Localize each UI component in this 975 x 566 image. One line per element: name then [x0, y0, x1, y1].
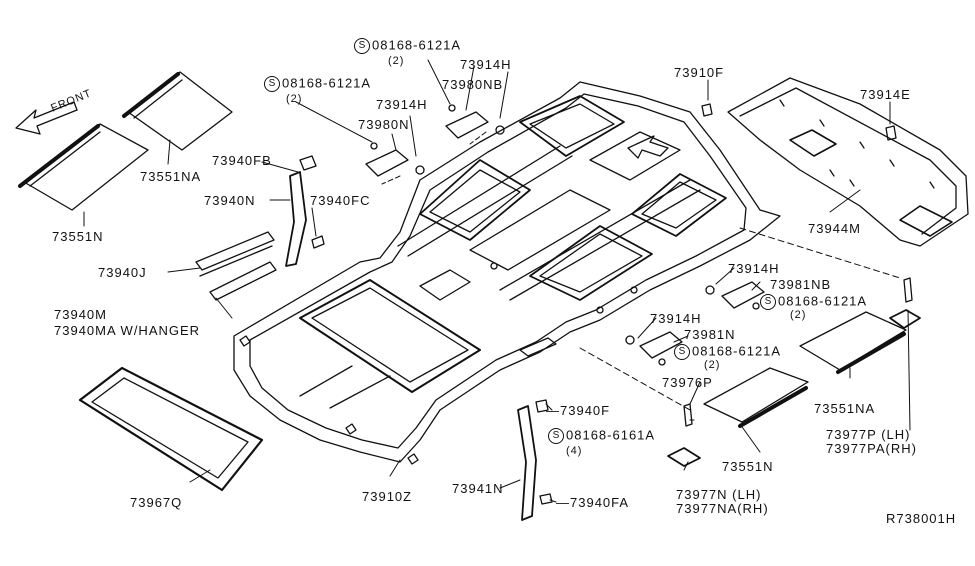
- bolt-right-1-qty: (2): [790, 309, 807, 321]
- cap-73940f-label: —73940F: [546, 403, 611, 418]
- seal-73967q: [78, 366, 264, 492]
- part-73981n-label: 73981N: [684, 327, 736, 342]
- sunvisor-73551n-left-label: 73551N: [52, 229, 104, 244]
- part-73976p-label: 73976P: [662, 375, 713, 390]
- screw-symbol-icon: S: [354, 38, 370, 54]
- sunvisor-right-lower: [703, 367, 809, 428]
- clip-73914h-top-label: 73914H: [460, 57, 512, 72]
- sunvisor-right-upper: [799, 311, 907, 374]
- lamp-73977na-label: 73977NA(RH): [676, 501, 769, 516]
- lamp-73977n-label: 73977N (LH): [676, 487, 762, 502]
- clip-73910f: [701, 103, 713, 117]
- sunvisor-73551na-right-label: 73551NA: [814, 401, 876, 416]
- grip-73940n-label: 73940N: [204, 193, 256, 208]
- leader-lines: [83, 59, 911, 503]
- trim-73944m-label: 73944M: [808, 221, 861, 236]
- holder-73940m-label: 73940M: [54, 307, 107, 322]
- bolt-top-2-qty: (2): [286, 93, 303, 105]
- cap-73940fc-label: 73940FC: [310, 193, 371, 208]
- clip-73914e-label: 73914E: [860, 87, 911, 102]
- screw-symbol-icon: S: [548, 428, 564, 444]
- lamp-73977p: [889, 309, 921, 329]
- screw-symbol-icon: S: [674, 344, 690, 360]
- clip-73914h-mid-label: 73914H: [376, 97, 428, 112]
- part-73980n-label: 73980N: [358, 117, 410, 132]
- clip-73910f-label: 73910F: [674, 65, 725, 80]
- screw-symbol-icon: S: [760, 294, 776, 310]
- cap-73940fa-label: —73940FA: [556, 495, 630, 510]
- trim-73944m: [727, 77, 969, 247]
- bolt-right-2-qty: (2): [704, 359, 721, 371]
- bolt-right: [903, 277, 913, 303]
- grip-73940n: [285, 155, 325, 267]
- bracket-73981n: [625, 331, 683, 366]
- sunvisor-73551n-right-label: 73551N: [722, 459, 774, 474]
- bracket-73980n: [365, 142, 425, 177]
- headlining-73910z: [233, 81, 781, 465]
- front-arrow-icon: [15, 101, 78, 135]
- bracket-73981nb: [705, 281, 765, 310]
- bolt-top-1-qty: (2): [388, 55, 405, 67]
- sunvisor-left-lower: [18, 123, 149, 211]
- holder-73940ma-label: 73940MA W/HANGER: [54, 323, 201, 338]
- bolt-bottom-qty: (4): [566, 445, 583, 457]
- sunvisor-left-upper: [122, 71, 233, 151]
- seal-73967q-label: 73967Q: [130, 495, 183, 510]
- clip-73976p: [683, 403, 693, 427]
- clip-73914h-right1-label: 73914H: [728, 261, 780, 276]
- lamp-73977p-label: 73977P (LH): [826, 427, 911, 442]
- cap-73940fb-label: 73940FB: [212, 153, 272, 168]
- part-73980nb-label: 73980NB: [442, 77, 504, 92]
- part-73981nb-label: 73981NB: [770, 277, 832, 292]
- screw-symbol-icon: S: [264, 76, 280, 92]
- clip-73914e: [885, 125, 897, 141]
- reference-code: R738001H: [886, 511, 957, 526]
- headlining-73910z-label: 73910Z: [362, 489, 413, 504]
- lamp-73977pa-label: 73977PA(RH): [826, 441, 917, 456]
- holder-73940m: [209, 261, 277, 301]
- sunvisor-73551na-left-label: 73551NA: [140, 169, 202, 184]
- clip-73914h-right2-label: 73914H: [650, 311, 702, 326]
- grip-73941n: [517, 399, 553, 521]
- holder-73940j: [195, 231, 275, 277]
- bracket-73980nb: [445, 104, 505, 139]
- grip-73941n-label: 73941N: [452, 481, 504, 496]
- lamp-73977n: [667, 447, 701, 467]
- holder-73940j-label: 73940J: [98, 265, 147, 280]
